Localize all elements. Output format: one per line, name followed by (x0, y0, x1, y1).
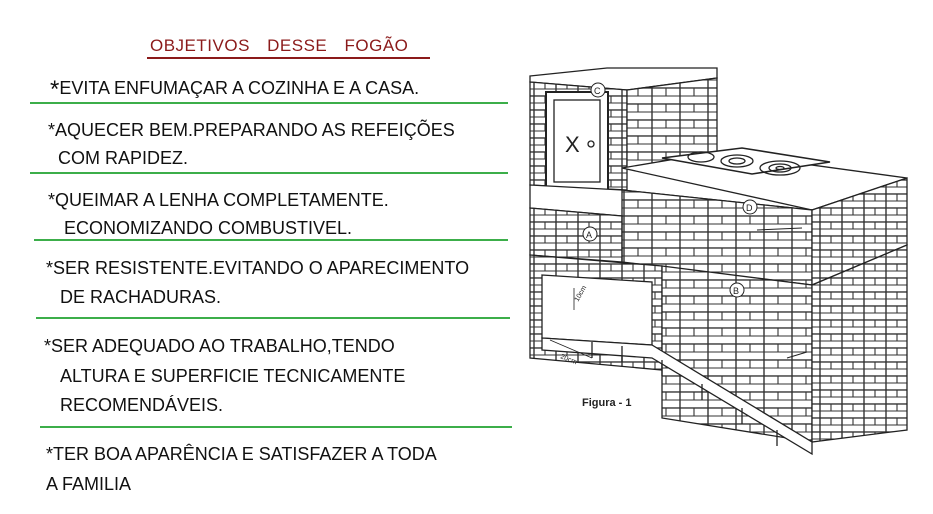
figure-caption: Figura - 1 (582, 397, 632, 409)
callout-labels: C D A B (582, 82, 808, 359)
burner-large (759, 160, 801, 176)
fire-door: X (545, 91, 609, 191)
objective-text: COM RAPIDEZ. (58, 148, 189, 168)
separator-line (30, 102, 508, 104)
stove-drawing: X 10cm 20cm C (529, 67, 908, 456)
burner-medium (720, 154, 754, 168)
bullet-star: * (44, 336, 52, 356)
objective-text: SER RESISTENTE.EVITANDO O APARECIMENTO (53, 258, 470, 278)
burner-small (687, 151, 715, 163)
objective-4: *SER RESISTENTE.EVITANDO O APARECIMENTO (46, 254, 469, 282)
label-d: D (746, 203, 753, 213)
objective-text: A FAMILIA (46, 474, 132, 494)
bullet-star: * (48, 190, 56, 210)
objective-text: AQUECER BEM.PREPARANDO AS REFEIÇÕES (55, 120, 455, 140)
objective-text: ALTURA E SUPERFICIE TECNICAMENTE (60, 366, 406, 386)
bullet-star: * (46, 444, 54, 464)
label-b: B (733, 286, 739, 296)
objective-text: QUEIMAR A LENHA COMPLETAMENTE. (55, 190, 389, 210)
objective-1: *EVITA ENFUMAÇAR A COZINHA E A CASA. (50, 74, 419, 104)
firebox-opening (541, 274, 653, 346)
objective-3-continued: ECONOMIZANDO COMBUSTIVEL. (64, 214, 352, 242)
objective-6: *TER BOA APARÊNCIA E SATISFAZER A TODA (46, 440, 437, 468)
objective-2: *AQUECER BEM.PREPARANDO AS REFEIÇÕES (48, 116, 455, 144)
objective-4-continued: DE RACHADURAS. (60, 283, 221, 311)
objective-text: ECONOMIZANDO COMBUSTIVEL. (64, 218, 353, 238)
objective-text: RECOMENDÁVEIS. (60, 395, 224, 415)
objective-5: *SER ADEQUADO AO TRABALHO,TENDO (44, 332, 395, 360)
objective-text: EVITA ENFUMAÇAR A COZINHA E A CASA. (59, 78, 420, 98)
objective-5-continued: RECOMENDÁVEIS. (60, 391, 223, 419)
separator-line (30, 172, 508, 174)
fire-door-mark: X (565, 132, 580, 157)
objective-5-continued: ALTURA E SUPERFICIE TECNICAMENTE (60, 362, 405, 390)
separator-line (36, 317, 510, 319)
separator-line (34, 239, 508, 241)
title-underline (147, 57, 430, 59)
objective-text: SER ADEQUADO AO TRABALHO,TENDO (51, 336, 395, 356)
objective-6-continued: A FAMILIA (46, 470, 131, 498)
objective-text: DE RACHADURAS. (60, 287, 222, 307)
objective-3: *QUEIMAR A LENHA COMPLETAMENTE. (48, 186, 389, 214)
bullet-star: * (50, 76, 60, 103)
objective-text: TER BOA APARÊNCIA E SATISFAZER A TODA (53, 444, 437, 464)
bullet-star: * (48, 120, 56, 140)
objective-2-continued: COM RAPIDEZ. (58, 144, 188, 172)
stove-body (529, 177, 908, 443)
page-title: OBJETIVOS DESSE FOGÃO (150, 36, 409, 55)
separator-line (40, 426, 512, 428)
label-a: A (586, 230, 592, 240)
base-slab (541, 337, 813, 456)
bullet-star: * (46, 258, 54, 278)
label-c: C (594, 86, 601, 96)
cooktop (621, 147, 908, 211)
